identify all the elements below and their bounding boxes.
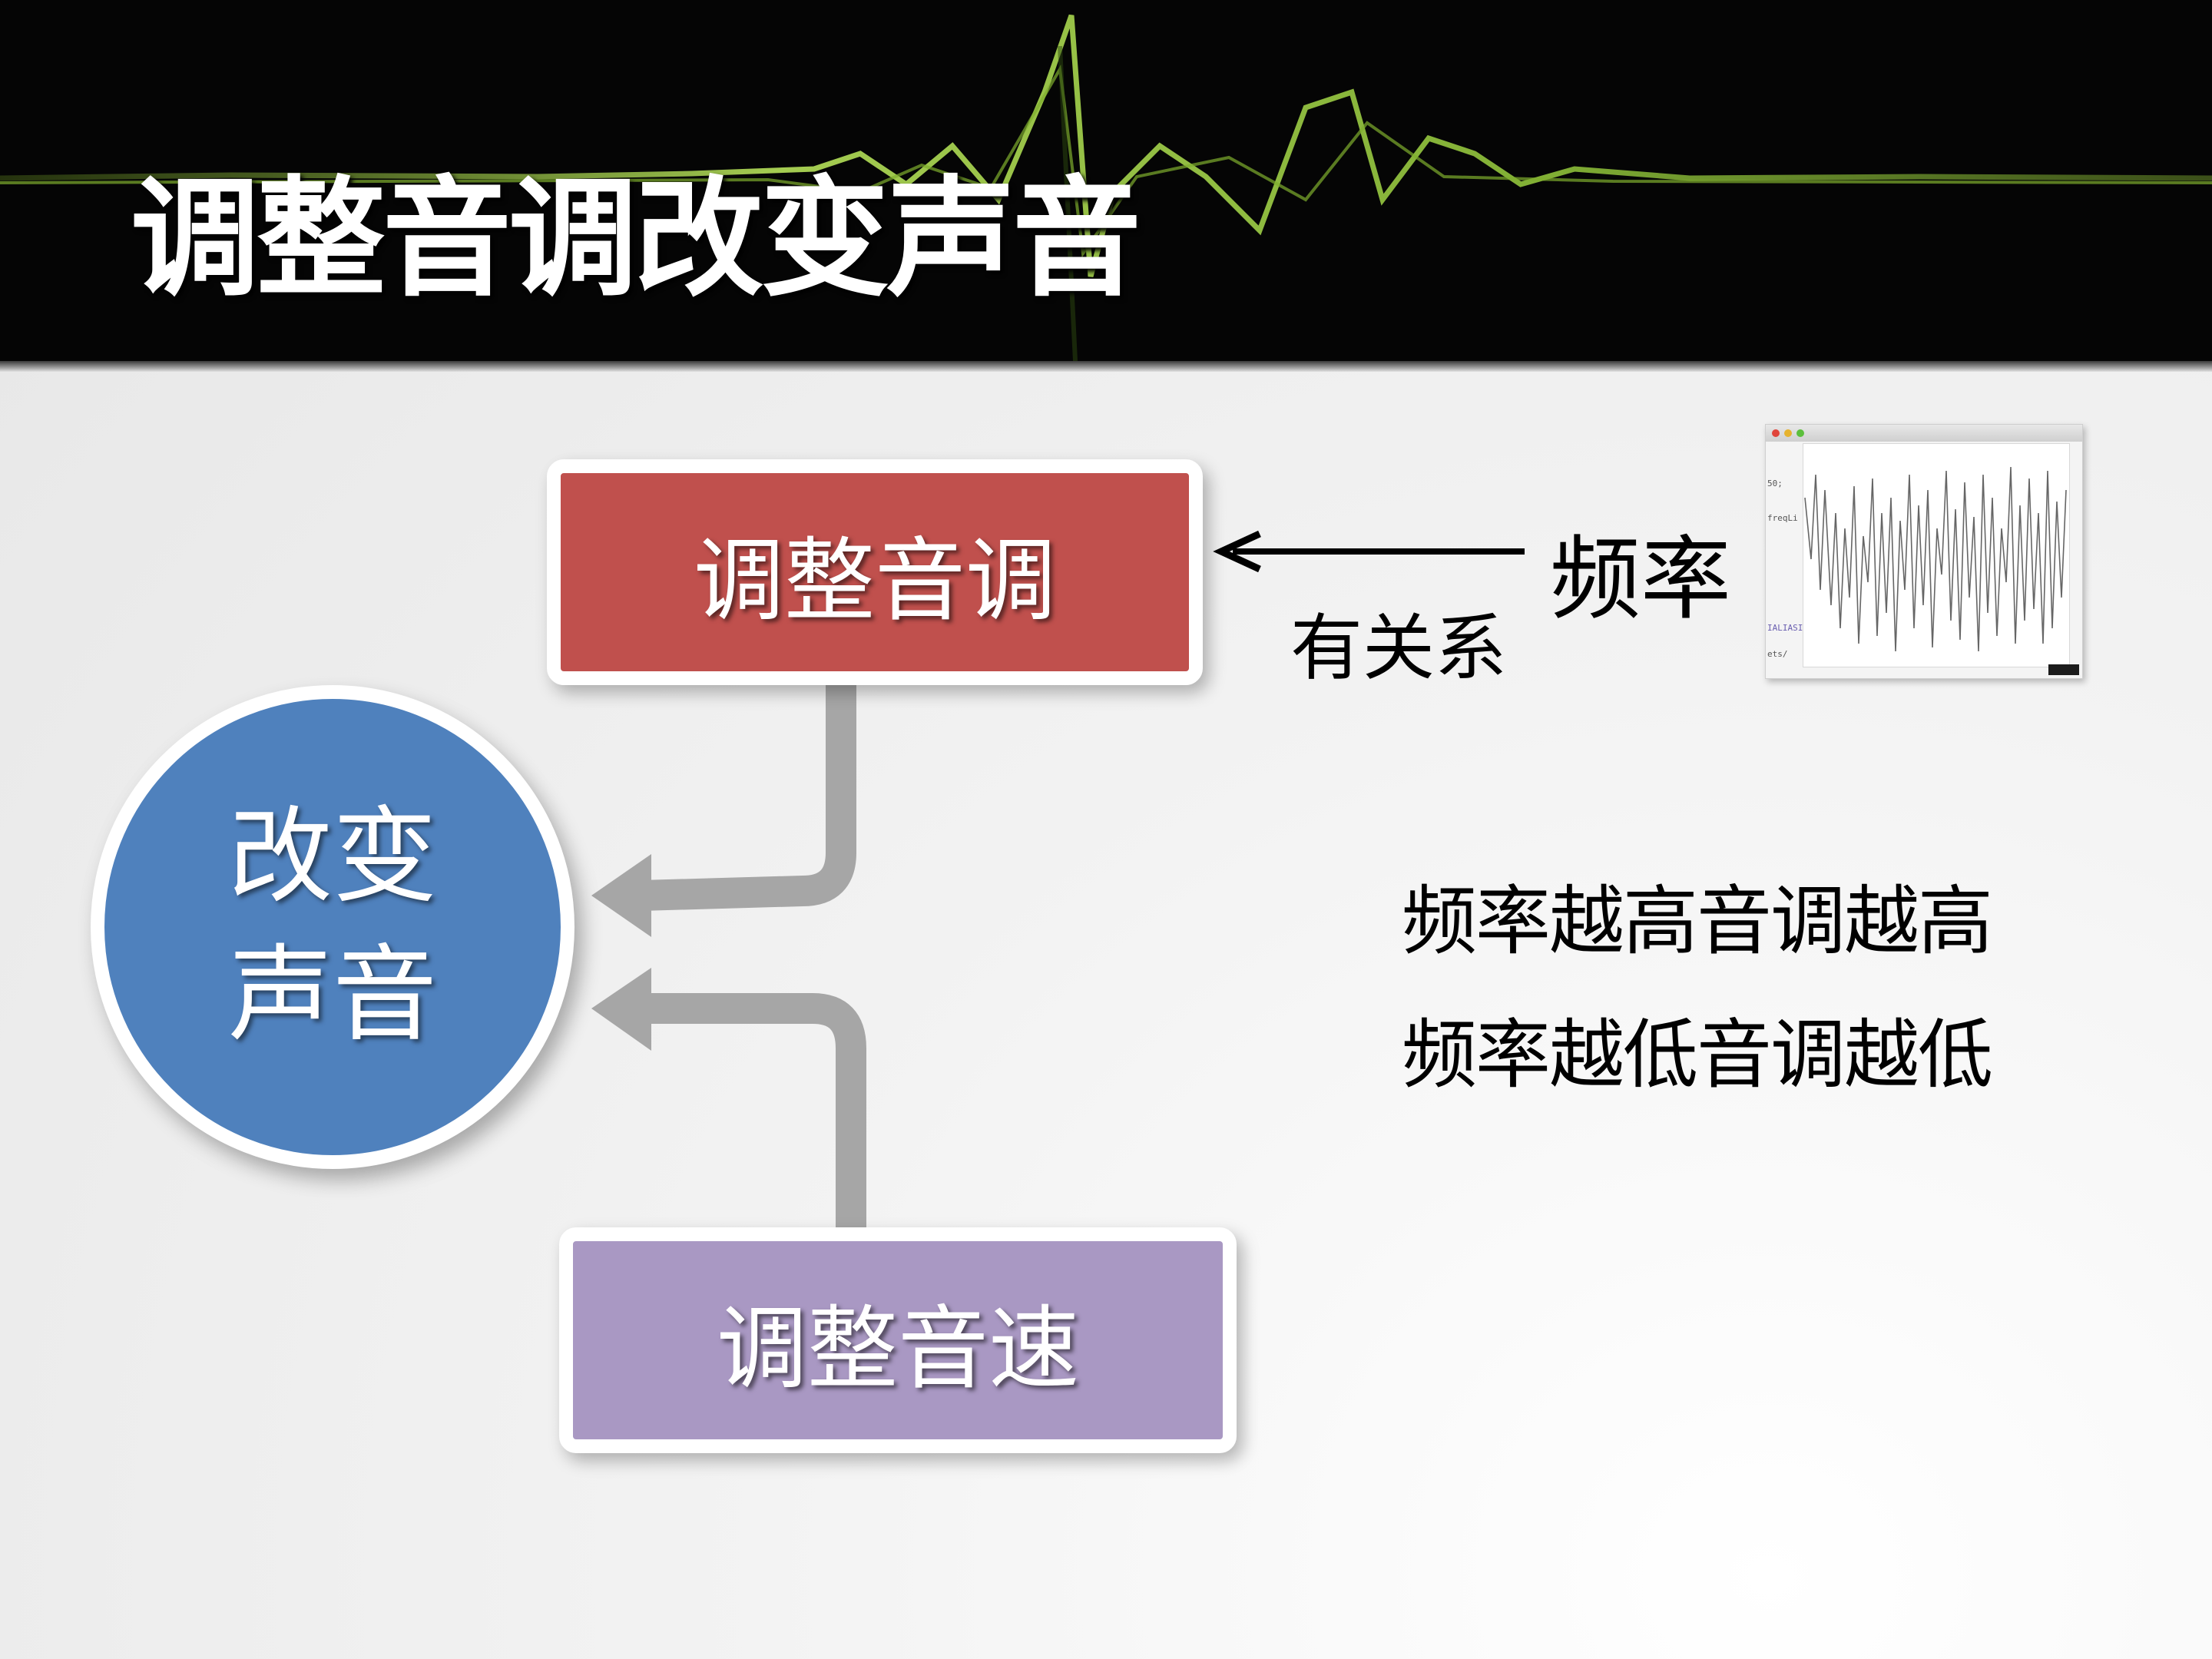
circle-label-line2: 声音 — [228, 935, 437, 1056]
circle-label-line1: 改变 — [228, 796, 437, 919]
minimize-dot-icon — [1784, 429, 1792, 437]
rule-lower: 频率越低音调越低 — [1402, 1012, 1993, 1099]
frequency-arrowhead — [1213, 530, 1261, 573]
change-sound-circle: 改变 声音 — [91, 685, 575, 1169]
zoom-dot-icon — [1796, 429, 1804, 437]
connector-from-speed — [641, 993, 866, 1227]
slide-title: 调整音调改变声音 — [131, 164, 1141, 314]
close-dot-icon — [1772, 429, 1780, 437]
rule-higher: 频率越高音调越高 — [1402, 878, 1993, 965]
connector-arrowhead-speed — [591, 968, 651, 1051]
connector-arrowhead-pitch — [591, 854, 651, 937]
code-line: 50; — [1767, 478, 1783, 488]
frequency-label: 频率 — [1550, 526, 1732, 632]
code-line: ets/ — [1767, 649, 1788, 659]
waveform-trace — [1804, 466, 2067, 652]
connector-from-pitch — [641, 672, 856, 911]
code-line: freqLi — [1767, 513, 1798, 523]
relation-label: 有关系 — [1290, 607, 1508, 690]
adjust-pitch-box: 调整音调 — [547, 459, 1203, 685]
adjust-speed-box: 调整音速 — [559, 1227, 1237, 1453]
window-titlebar — [1766, 425, 2082, 442]
waveform-decoration — [0, 14, 2212, 361]
code-line: IALIASI — [1767, 623, 1803, 633]
adjust-pitch-label: 调整音调 — [693, 527, 1056, 634]
waveform-plot — [1803, 443, 2070, 667]
adjust-speed-label: 调整音速 — [716, 1295, 1079, 1402]
waveform-screenshot: 50; freqLi IALIASI ets/ — [1765, 424, 2083, 679]
status-footer — [2048, 664, 2079, 675]
header-banner: 调整音调改变声音 — [0, 0, 2212, 361]
header-divider — [0, 361, 2212, 372]
